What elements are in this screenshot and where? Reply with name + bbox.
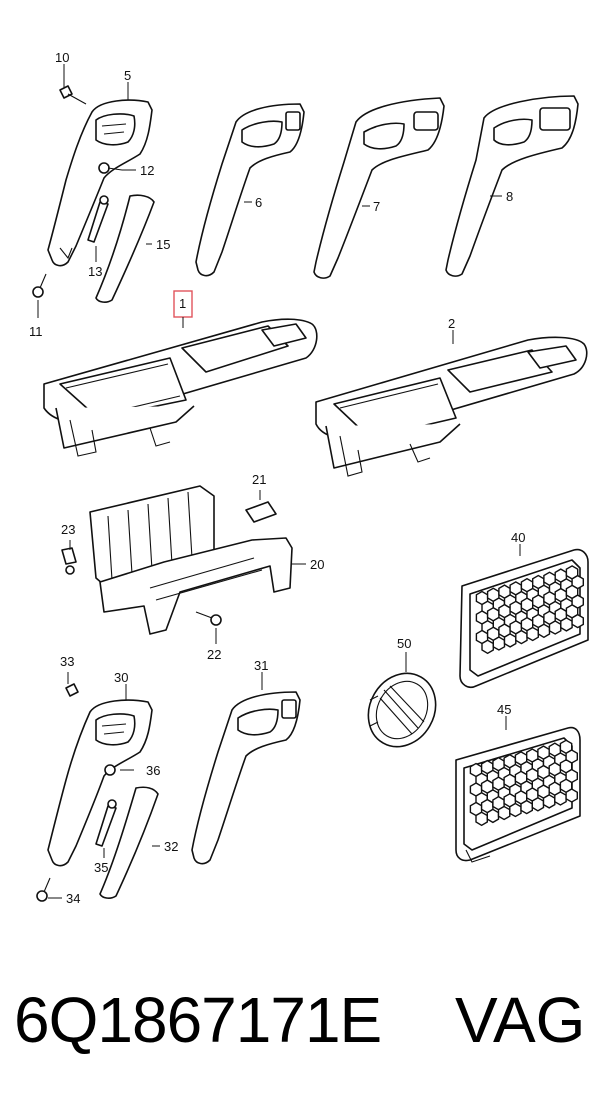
callout-8: 8 bbox=[506, 189, 513, 204]
part-12-screw bbox=[98, 162, 123, 174]
callout-32: 32 bbox=[164, 839, 178, 854]
callout-20: 20 bbox=[310, 557, 324, 572]
callout-12: 12 bbox=[140, 163, 154, 178]
callout-30: 30 bbox=[114, 670, 128, 685]
callout-11: 11 bbox=[29, 324, 43, 339]
callout-22: 22 bbox=[207, 647, 221, 662]
part-36-screw bbox=[104, 764, 116, 776]
leader-lines bbox=[37, 64, 521, 899]
callout-13: 13 bbox=[88, 264, 102, 279]
callout-6: 6 bbox=[255, 195, 262, 210]
callout-35: 35 bbox=[94, 860, 108, 875]
callout-45: 45 bbox=[497, 702, 511, 717]
part-23-clip bbox=[61, 547, 77, 575]
part-13-long-screw bbox=[87, 195, 109, 243]
part-32-trim-insert bbox=[99, 786, 159, 899]
part-45-speaker-grille bbox=[455, 726, 581, 863]
part-20-mounting-bracket bbox=[89, 485, 293, 635]
callout-2: 2 bbox=[448, 316, 455, 331]
part-7-door-trim-strip bbox=[313, 97, 445, 279]
part-40-speaker-grille bbox=[459, 548, 589, 689]
part-30-door-trim-strip bbox=[47, 699, 153, 867]
part-1-window-switch-panel bbox=[43, 318, 318, 457]
caption-bar: 6Q1867171E VAG bbox=[0, 975, 600, 1065]
part-15-trim-insert bbox=[95, 194, 155, 303]
callout-7: 7 bbox=[373, 199, 380, 214]
part-35-long-screw bbox=[95, 799, 117, 847]
part-10-screw bbox=[59, 85, 87, 105]
part-33-screw bbox=[65, 683, 79, 697]
part-31-door-trim-strip bbox=[191, 691, 301, 865]
part-34-screw bbox=[36, 877, 51, 902]
callout-23: 23 bbox=[61, 522, 75, 537]
callout-labels: 10 5 12 15 13 11 6 7 8 1 2 21 23 20 22 3… bbox=[29, 50, 525, 906]
callout-10: 10 bbox=[55, 50, 69, 65]
part-8-door-trim-strip bbox=[445, 95, 579, 277]
brand-name: VAG bbox=[455, 984, 586, 1056]
callout-15: 15 bbox=[156, 237, 170, 252]
callout-34: 34 bbox=[66, 891, 80, 906]
callout-21: 21 bbox=[252, 472, 266, 487]
callout-31: 31 bbox=[254, 658, 268, 673]
callout-40: 40 bbox=[511, 530, 525, 545]
part-50-round-speaker-cover bbox=[367, 672, 437, 748]
part-2-window-switch-panel bbox=[315, 336, 588, 477]
part-number: 6Q1867171E bbox=[14, 984, 382, 1056]
callout-1: 1 bbox=[179, 296, 186, 311]
part-22-screw bbox=[195, 611, 222, 626]
part-11-screw bbox=[32, 273, 47, 298]
callout-5: 5 bbox=[124, 68, 131, 83]
part-5-door-trim-strip bbox=[47, 99, 153, 267]
callout-36: 36 bbox=[146, 763, 160, 778]
part-6-door-trim-strip bbox=[195, 103, 305, 277]
callout-33: 33 bbox=[60, 654, 74, 669]
callout-50: 50 bbox=[397, 636, 411, 651]
